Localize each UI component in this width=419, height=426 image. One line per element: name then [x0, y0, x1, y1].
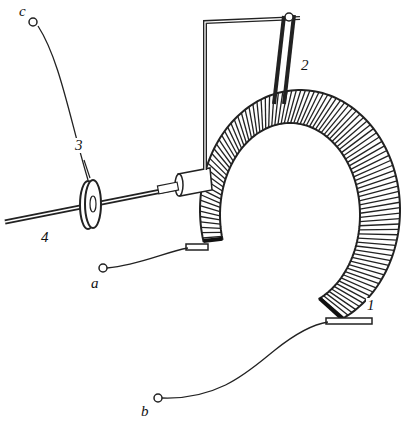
callout-label: 4 — [40, 230, 50, 245]
winding — [321, 103, 344, 133]
winding — [265, 97, 267, 128]
callout-label: 3 — [74, 138, 84, 153]
slip-ring-bore — [90, 196, 96, 212]
winding — [241, 113, 249, 141]
callout-label: 2 — [300, 58, 310, 73]
winding — [200, 222, 220, 224]
collar — [157, 182, 178, 194]
slip-ring-face — [85, 180, 101, 228]
winding — [359, 229, 399, 231]
winding — [360, 208, 400, 214]
winding — [200, 211, 220, 216]
terminal — [99, 264, 107, 272]
winding — [351, 151, 387, 170]
winding — [329, 291, 356, 309]
winding — [257, 102, 260, 132]
wire — [162, 322, 328, 398]
winding — [303, 92, 319, 124]
callout-label: c — [18, 4, 27, 19]
winding — [360, 213, 400, 217]
winding — [349, 265, 384, 275]
winding — [318, 100, 340, 131]
ring-outline — [200, 90, 400, 319]
leader-line — [84, 160, 90, 178]
wire — [38, 26, 88, 180]
winding — [334, 286, 363, 303]
winding — [352, 257, 389, 265]
terminal-tab — [186, 244, 208, 250]
winding — [356, 246, 394, 250]
winding — [268, 96, 270, 128]
ring-end — [320, 298, 343, 318]
sliding-contact — [284, 15, 294, 104]
winding — [200, 216, 220, 219]
winding — [358, 181, 397, 193]
terminal — [154, 394, 162, 402]
wire — [107, 248, 188, 268]
winding — [358, 233, 397, 235]
winding — [346, 137, 380, 159]
winding — [329, 111, 356, 139]
callout-label: 1 — [366, 298, 376, 313]
winding — [238, 116, 247, 143]
winding — [347, 141, 382, 162]
winding — [357, 242, 396, 245]
wound-ring — [200, 90, 400, 319]
winding — [261, 99, 263, 130]
winding — [300, 91, 314, 124]
winding — [253, 104, 257, 134]
callout-label: b — [140, 404, 150, 419]
callout-label: a — [90, 276, 100, 291]
winding — [201, 227, 221, 229]
winding — [351, 261, 387, 270]
ring-end — [203, 239, 222, 241]
sliding-contact — [274, 16, 284, 104]
winding — [360, 219, 400, 222]
winding — [201, 195, 221, 204]
terminal — [29, 18, 37, 26]
winding — [332, 114, 360, 141]
winding — [327, 108, 353, 137]
winding — [359, 186, 398, 197]
winding — [344, 133, 377, 156]
winding — [324, 105, 349, 134]
winding — [360, 224, 400, 226]
contact-pivot — [285, 13, 293, 21]
winding — [332, 289, 360, 307]
winding — [359, 191, 399, 200]
winding — [202, 232, 221, 234]
terminal-tab — [326, 318, 372, 324]
winding — [358, 238, 397, 240]
winding — [349, 146, 384, 166]
